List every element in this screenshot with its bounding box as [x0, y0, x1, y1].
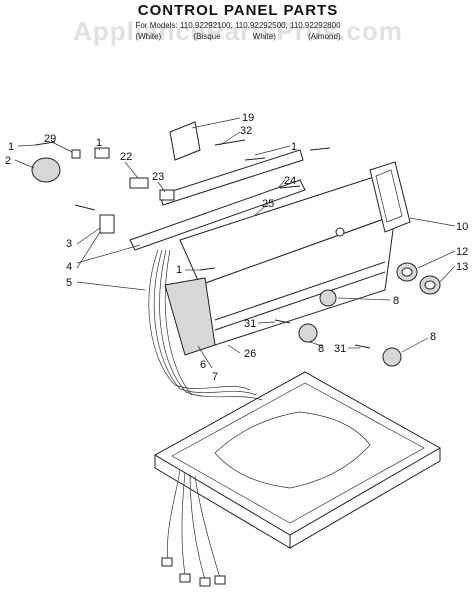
variant-bisque: (Bisque White)	[193, 32, 276, 41]
diagram-title: CONTROL PANEL PARTS	[137, 2, 339, 19]
wire-harness	[148, 249, 263, 587]
callout-12: 12	[456, 246, 468, 258]
callout-25: 25	[262, 198, 274, 210]
end-cap	[369, 161, 411, 233]
variant-white: (White)	[135, 32, 162, 41]
model-numbers: For Models: 110.92292100, 110.92292500, …	[135, 21, 341, 30]
callout-2: 2	[5, 155, 11, 167]
leader-lines	[14, 117, 456, 369]
callout-1b: 1	[96, 137, 102, 149]
control-panel-body	[164, 174, 396, 356]
top-bracket	[169, 121, 201, 161]
callout-19: 19	[242, 112, 254, 124]
callout-13: 13	[456, 261, 468, 273]
callout-31a: 31	[244, 318, 256, 330]
callout-5: 5	[66, 277, 72, 289]
callout-4: 4	[66, 261, 72, 273]
callout-labels: 1 29 1 2 22 23 19 32 1 24 25 3 4 5 1 10 …	[5, 112, 468, 383]
callout-29: 29	[44, 133, 56, 145]
washer-top-frame	[153, 371, 442, 549]
callout-31b: 31	[334, 343, 346, 355]
callout-3: 3	[66, 238, 72, 250]
callout-8b: 8	[318, 343, 324, 355]
callout-7: 7	[212, 371, 218, 383]
callout-8a: 8	[393, 295, 399, 307]
switch-and-fasteners	[31, 139, 371, 349]
callout-32: 32	[240, 125, 252, 137]
callout-6: 6	[200, 359, 206, 371]
callout-1c: 1	[291, 141, 297, 153]
variant-almond: (Almond)	[308, 32, 341, 41]
mounting-bracket	[129, 149, 306, 251]
callout-10: 10	[456, 221, 468, 233]
callout-1d: 1	[176, 264, 182, 276]
callout-22: 22	[120, 151, 132, 163]
callout-24: 24	[284, 175, 296, 187]
callout-1a: 1	[8, 141, 14, 153]
color-variants: (White) (Bisque White) (Almond)	[0, 32, 476, 41]
callout-8c: 8	[430, 331, 436, 343]
callout-26: 26	[244, 348, 256, 360]
knobs	[298, 262, 441, 367]
callout-23: 23	[152, 171, 164, 183]
